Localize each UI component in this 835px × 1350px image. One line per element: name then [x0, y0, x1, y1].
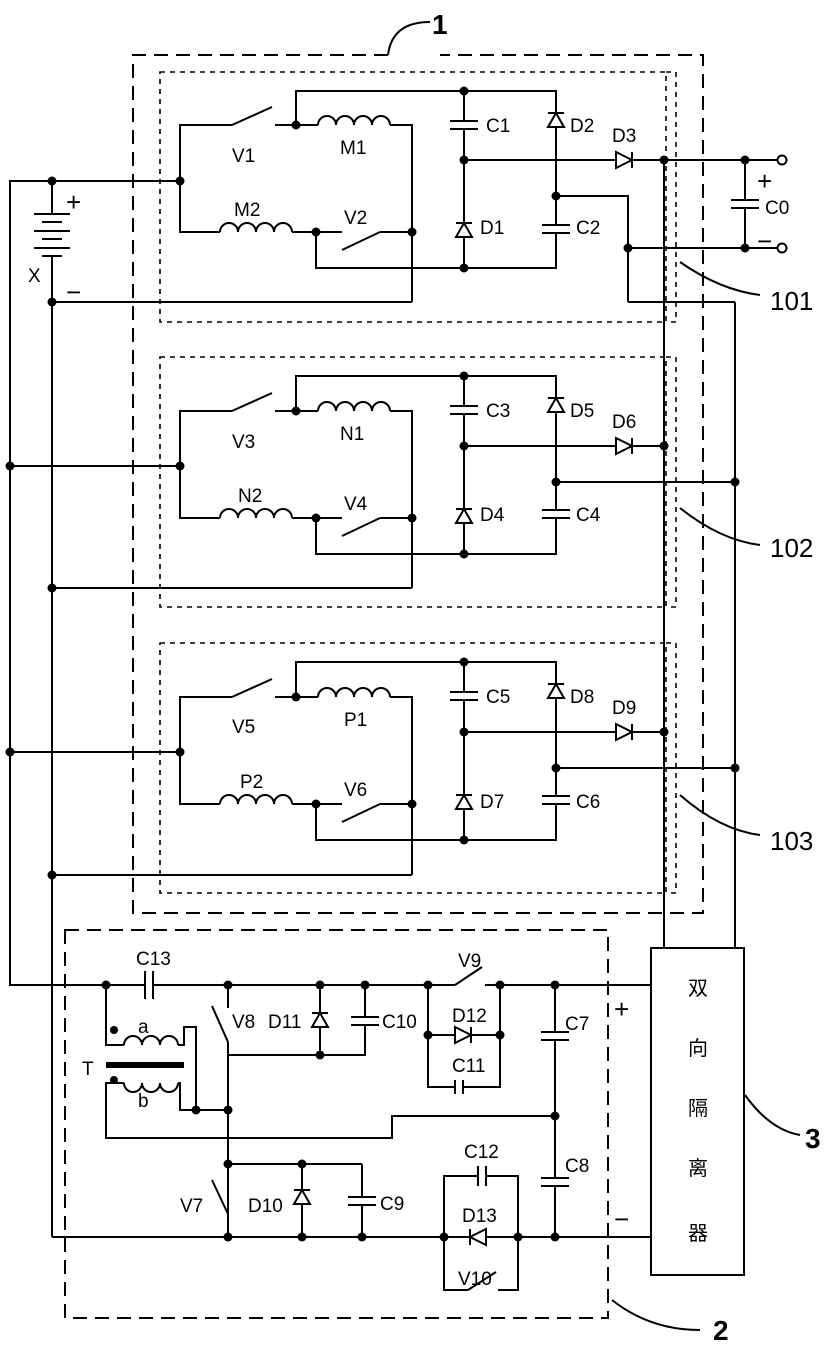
label-P2: P2	[240, 772, 263, 793]
label-C7: C7	[565, 1014, 589, 1035]
label-C6: C6	[576, 792, 600, 813]
isolator-plus-sign: +	[614, 994, 629, 1024]
label-D7: D7	[480, 792, 504, 813]
label-N1: N1	[340, 424, 364, 445]
label-winding-a: a	[138, 1017, 149, 1038]
label-C8: C8	[565, 1156, 589, 1177]
label-C4: C4	[576, 505, 601, 526]
isolator-char-4: 离	[688, 1157, 708, 1180]
label-C5: C5	[486, 687, 510, 708]
label-D10: D10	[248, 1196, 283, 1217]
isolator-char-5: 器	[688, 1223, 708, 1245]
label-C13: C13	[136, 949, 171, 970]
label-C12: C12	[464, 1142, 499, 1163]
label-block-2: 2	[713, 1315, 729, 1346]
label-block-3: 3	[805, 1123, 821, 1154]
module-103	[180, 662, 735, 875]
label-D3: D3	[612, 126, 636, 147]
label-battery: X	[28, 266, 41, 287]
label-C3: C3	[486, 401, 510, 422]
label-C0: C0	[765, 198, 789, 219]
isolator-char-1: 双	[688, 978, 708, 1000]
isolator-minus-sign: −	[614, 1204, 629, 1234]
label-sub-102: 102	[770, 533, 813, 563]
label-C2: C2	[576, 218, 600, 239]
label-D8: D8	[570, 687, 594, 708]
label-V8: V8	[232, 1012, 255, 1033]
label-D12: D12	[452, 1006, 487, 1027]
battery-plus-sign: +	[66, 187, 81, 217]
label-V7: V7	[180, 1196, 203, 1217]
label-D2: D2	[570, 116, 594, 137]
label-C9: C9	[380, 1194, 404, 1215]
label-sub-103: 103	[770, 826, 813, 856]
output-plus-sign: +	[757, 166, 772, 196]
junction-dots	[6, 87, 750, 1242]
label-V2: V2	[344, 208, 367, 229]
label-D5: D5	[570, 401, 594, 422]
module-102	[180, 376, 735, 588]
label-C10: C10	[382, 1012, 417, 1033]
boundary-block-2	[65, 930, 608, 1318]
label-winding-b: b	[138, 1091, 149, 1112]
label-C11: C11	[452, 1056, 485, 1077]
label-V9: V9	[458, 951, 481, 972]
label-V3: V3	[232, 432, 255, 453]
label-D13: D13	[462, 1206, 497, 1227]
label-transformer: T	[82, 1059, 94, 1080]
label-D1: D1	[480, 218, 504, 239]
label-M2: M2	[234, 200, 260, 221]
label-D11: D11	[268, 1012, 301, 1033]
label-block-1: 1	[432, 9, 448, 40]
label-D6: D6	[612, 412, 636, 433]
label-C1: C1	[486, 116, 510, 137]
label-V6: V6	[344, 780, 367, 801]
battery-minus-sign: −	[66, 277, 81, 307]
label-D4: D4	[480, 505, 505, 526]
label-V5: V5	[232, 717, 255, 738]
isolator-char-3: 隔	[688, 1097, 708, 1120]
label-P1: P1	[344, 710, 367, 731]
label-V4: V4	[344, 494, 368, 515]
isolator-char-2: 向	[688, 1037, 708, 1060]
module-101	[180, 91, 778, 302]
label-sub-101: 101	[770, 286, 813, 316]
output-minus-sign: −	[757, 226, 772, 256]
label-V10: V10	[458, 1269, 492, 1290]
boundary-block-1	[133, 22, 703, 913]
label-N2: N2	[238, 486, 262, 507]
label-V1: V1	[232, 146, 255, 167]
label-M1: M1	[340, 138, 366, 159]
block-2-circuit	[52, 967, 651, 1290]
label-D9: D9	[612, 698, 636, 719]
